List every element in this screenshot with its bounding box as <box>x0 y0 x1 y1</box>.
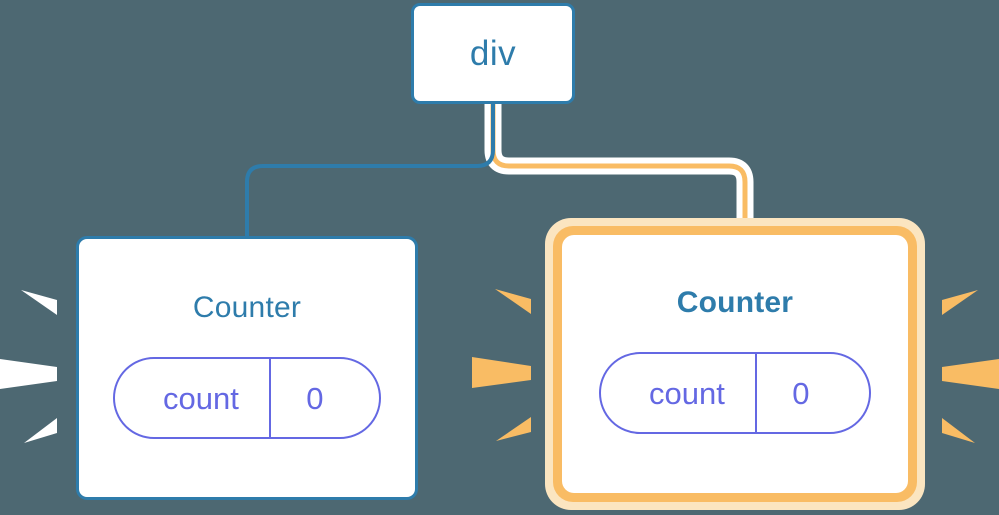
node-counter-left[interactable]: Counter count 0 <box>76 236 418 500</box>
state-pill-left-value-cell: 0 <box>271 359 359 437</box>
state-pill-right-key-cell: count <box>601 354 757 432</box>
node-div-label: div <box>469 34 517 73</box>
state-key-label: count <box>163 380 239 416</box>
state-pill-left-key-cell: count <box>115 359 271 437</box>
edge-div-to-left-counter <box>245 102 495 242</box>
state-pill-right: count 0 <box>599 352 871 434</box>
node-counter-right-title: Counter <box>676 286 794 319</box>
edge-div-to-right-counter <box>490 101 748 229</box>
state-key-label: count <box>649 375 725 411</box>
node-counter-left-title: Counter <box>192 291 302 324</box>
state-value-label: 0 <box>306 380 324 416</box>
state-value-label: 0 <box>792 375 810 411</box>
node-div[interactable]: div <box>411 3 575 104</box>
node-counter-right-highlight[interactable]: Counter count 0 <box>545 218 925 510</box>
state-pill-right-value-cell: 0 <box>757 354 845 432</box>
node-counter-right-highlight-ring: Counter count 0 <box>553 226 917 502</box>
state-pill-left: count 0 <box>113 357 381 439</box>
node-counter-right[interactable]: Counter count 0 <box>562 235 908 493</box>
